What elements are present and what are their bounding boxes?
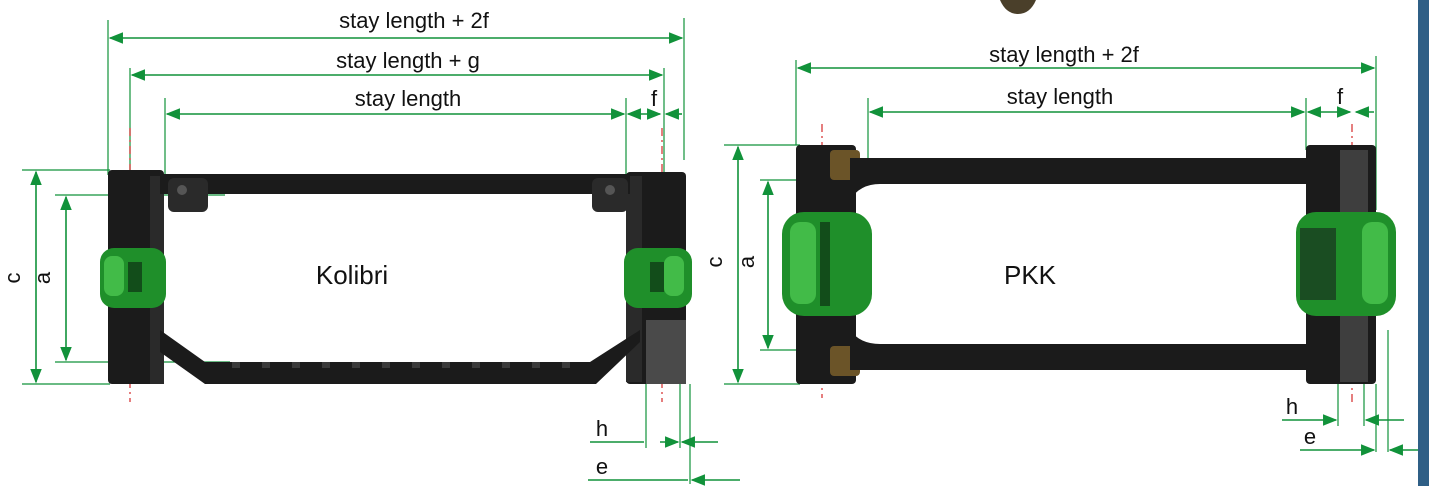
kolibri-title: Kolibri [316,260,388,290]
pkk-dim-a-label: a [734,255,759,268]
kolibri-dim-f-label: f [651,86,658,111]
kolibri-drawing: stay length + 2f stay length + g stay le… [0,8,740,486]
kolibri-dim-a-label: a [30,271,55,284]
kolibri-dimension-lines [30,32,740,486]
kolibri-chain-link [100,170,692,384]
kolibri-dim-stay-label: stay length [355,86,461,111]
pkk-dimension-lines [732,62,1418,456]
pkk-dim-stay-2f-label: stay length + 2f [989,42,1140,67]
pkk-chain-link [782,145,1396,384]
partial-shape-top [1000,0,1036,14]
kolibri-dim-h-label: h [596,416,608,441]
right-edge-strip [1418,0,1429,486]
kolibri-dim-stay-g-label: stay length + g [336,48,480,73]
pkk-dim-stay-label: stay length [1007,84,1113,109]
pkk-dim-c-label: c [702,257,727,268]
pkk-dim-e-label: e [1304,424,1316,449]
kolibri-dim-e-label: e [596,454,608,479]
pkk-dim-h-label: h [1286,394,1298,419]
kolibri-dim-c-label: c [0,273,25,284]
pkk-drawing: stay length + 2f stay length f PKK c a h… [702,42,1418,456]
kolibri-dim-stay-2f-label: stay length + 2f [339,8,490,33]
pkk-title: PKK [1004,260,1057,290]
pkk-dim-f-label: f [1337,84,1344,109]
